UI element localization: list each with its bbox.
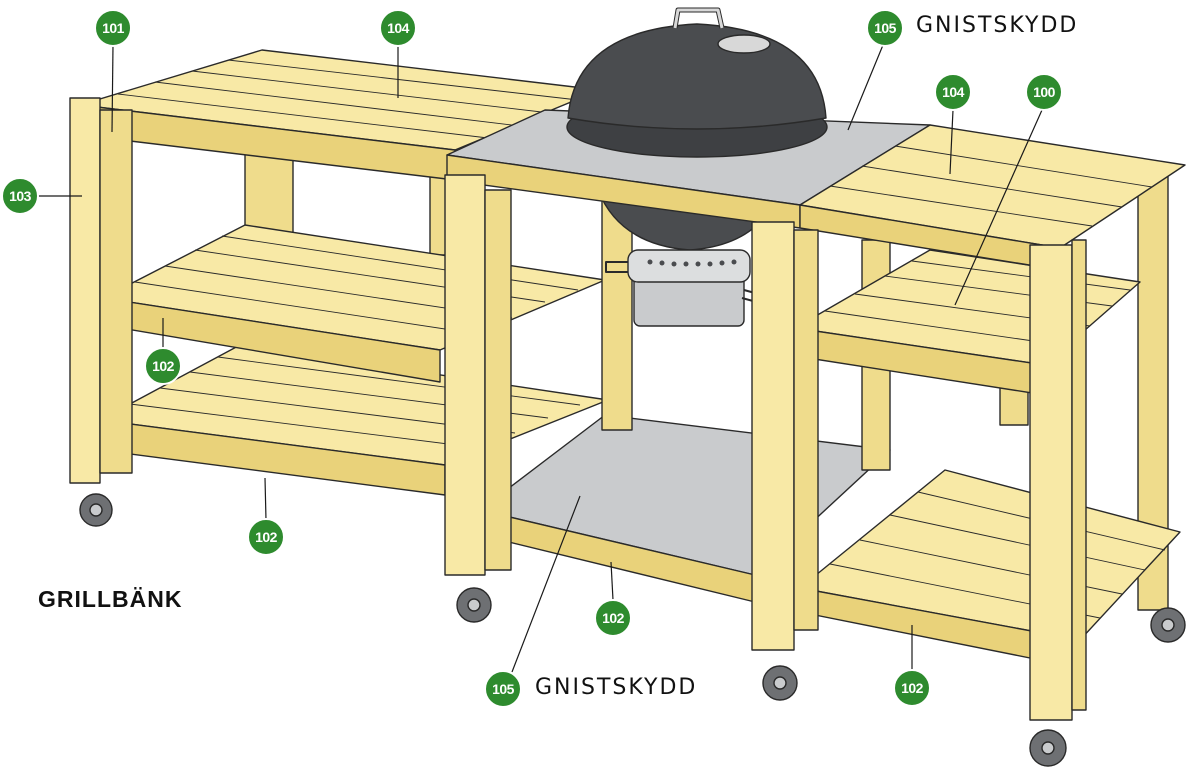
callout-105-top-label: GNISTSKYDD: [916, 13, 1079, 38]
callout-102-b: 102: [247, 518, 285, 556]
leg-center-left-outer: [444, 174, 486, 576]
castor-wheel: [762, 665, 798, 701]
callout-105-top: 105: [866, 9, 904, 47]
castor-wheel: [1150, 607, 1186, 643]
grill-vent: [717, 34, 771, 54]
callout-102-d: 102: [893, 669, 931, 707]
callout-102-c: 102: [594, 599, 632, 637]
callout-102-a: 102: [144, 347, 182, 385]
leader-104-right: [949, 109, 954, 175]
leg-front-left-outer: [69, 97, 101, 484]
spark-guard-bottom: [479, 414, 891, 576]
leader-105-top: [847, 44, 884, 131]
leg-front-left-inner: [99, 109, 133, 474]
castor-wheel: [1029, 729, 1067, 767]
ash-ring: [627, 249, 751, 283]
castor-wheel: [79, 493, 113, 527]
diagram-title: GRILLBÄNK: [38, 586, 183, 612]
callout-100: 100: [1025, 73, 1063, 111]
callout-103: 103: [1, 177, 39, 215]
callout-105-bottom-label: GNISTSKYDD: [535, 675, 698, 700]
leg-front-right-outer: [1029, 244, 1073, 721]
leader-102-b: [264, 477, 267, 521]
leg-center-right-inner: [793, 229, 819, 631]
grill-handle-inner: [673, 8, 724, 29]
leader-100: [954, 109, 1043, 306]
leader-105-bottom: [511, 495, 581, 673]
leg-center-right-outer: [751, 221, 795, 651]
callout-101: 101: [94, 9, 132, 47]
callout-104-left: 104: [379, 9, 417, 47]
grill-lid: [567, 23, 827, 130]
leader-102-c: [610, 561, 614, 601]
leg-front-right-inner: [1071, 239, 1087, 711]
callout-104-right: 104: [934, 73, 972, 111]
center-rear-leg-a: [601, 199, 633, 431]
castor-wheel: [456, 587, 492, 623]
leader-101: [111, 44, 114, 133]
leg-center-left-inner: [484, 189, 512, 571]
ash-handle-left: [605, 261, 628, 273]
callout-105-bottom: 105: [484, 670, 522, 708]
